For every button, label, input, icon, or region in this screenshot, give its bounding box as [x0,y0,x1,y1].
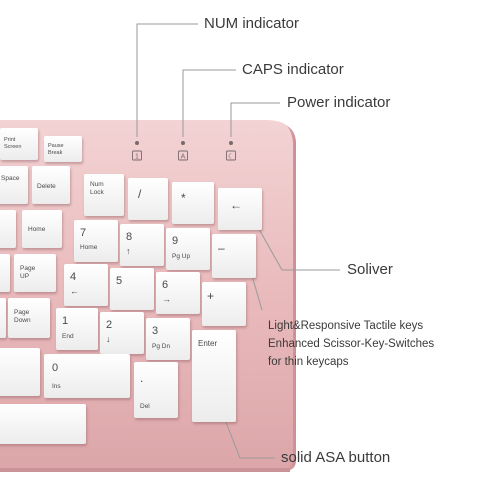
svg-text:Down: Down [14,317,31,324]
svg-text:Delete: Delete [37,183,56,190]
svg-text:1: 1 [135,154,139,161]
svg-text:Home: Home [80,244,98,251]
svg-text:/: / [138,187,142,201]
key-numpad-5[interactable]: 5 [110,268,154,310]
key-numpad-2[interactable]: 2 ↓ [100,312,144,354]
svg-text:Space: Space [1,175,20,182]
svg-text:→: → [162,294,171,304]
caps-indicator-icon: A [178,150,188,161]
caps-indicator-led [181,141,185,145]
svg-text:↑: ↑ [126,246,131,256]
svg-text:9: 9 [172,235,178,247]
soliver-label: Soliver [347,261,393,278]
key-plus[interactable]: + [202,282,246,326]
svg-text:Screen: Screen [4,144,21,150]
svg-text:Enter: Enter [198,339,217,348]
key-space-partial[interactable]: Space [0,166,28,204]
svg-text:–: – [218,241,225,255]
key-page-down[interactable]: Page Down [8,298,50,338]
svg-text:5: 5 [116,275,122,287]
svg-text:Break: Break [48,150,63,156]
svg-text:Page: Page [20,265,36,272]
svg-text:2: 2 [106,319,112,331]
key-left-partial-5[interactable] [0,404,86,444]
caps-leader-line [182,69,236,137]
key-numpad-7[interactable]: 7 Home [74,220,118,262]
svg-text:UP: UP [20,273,29,280]
svg-text:Print: Print [4,137,16,143]
key-enter[interactable]: Enter [192,330,236,422]
key-numpad-4[interactable]: 4 ← [64,264,108,306]
svg-text:+: + [207,289,214,303]
feature-line-3: for thin keycaps [268,356,349,368]
svg-text:Del: Del [140,403,150,410]
key-numpad-dot[interactable]: . Del [134,362,178,418]
svg-text:Lock: Lock [90,189,104,196]
num-indicator-led [135,141,139,145]
key-num-lock[interactable]: Num Lock [84,174,124,216]
power-indicator-led [229,141,233,145]
num-indicator-label: NUM indicator [204,15,300,32]
svg-text:A: A [181,154,186,161]
svg-text:Pg Up: Pg Up [172,253,190,260]
key-numpad-8[interactable]: 8 ↑ [120,224,164,266]
keyboard-right-rim [284,126,296,471]
key-left-partial-2[interactable] [0,254,10,292]
key-multiply[interactable]: * [172,182,214,224]
svg-text:←: ← [70,286,79,296]
svg-text:Pg Dn: Pg Dn [152,343,170,350]
key-numpad-0[interactable]: 0 Ins [44,354,130,398]
svg-text:7: 7 [80,227,86,239]
key-numpad-6[interactable]: 6 → [156,272,200,314]
svg-text:Home: Home [28,226,46,233]
svg-text:0: 0 [52,362,58,374]
svg-text:←: ← [230,198,242,212]
num-indicator-icon: 1 [132,150,142,161]
feature-line-1: Light&Responsive Tactile keys [268,320,424,332]
num-leader-line [136,23,198,137]
keyboard-bottom-edge [0,468,290,472]
svg-text:6: 6 [162,279,168,291]
svg-text:☾: ☾ [228,153,234,161]
feature-line-2: Enhanced Scissor-Key-Switches [268,338,435,350]
svg-text:Num: Num [90,181,104,188]
key-left-partial-4[interactable] [0,348,40,396]
key-divide[interactable]: / [128,178,168,220]
svg-text:End: End [62,333,74,340]
power-leader-line [230,102,280,137]
asa-leader-line [221,411,275,459]
svg-text:Pause: Pause [48,143,64,149]
key-left-partial-1[interactable] [0,210,16,248]
key-home[interactable]: Home [22,210,62,248]
svg-text:Page: Page [14,309,30,316]
svg-text:4: 4 [70,271,76,283]
svg-text:Ins: Ins [52,383,61,390]
svg-text:↓: ↓ [106,334,111,344]
key-numpad-9[interactable]: 9 Pg Up [166,228,210,270]
svg-text:*: * [181,191,186,205]
key-backspace[interactable]: ← [218,188,262,230]
svg-text:8: 8 [126,231,132,243]
caps-indicator-label: CAPS indicator [242,61,344,78]
key-pause-break[interactable]: Pause Break [44,136,82,162]
key-minus[interactable]: – [212,234,256,278]
asa-button-label: solid ASA button [281,449,391,466]
svg-text:3: 3 [152,325,158,337]
key-numpad-3[interactable]: 3 Pg Dn [146,318,190,360]
key-delete[interactable]: Delete [32,166,70,204]
key-left-partial-3[interactable] [0,298,6,338]
power-indicator-icon: ☾ [226,150,236,161]
key-page-up[interactable]: Page UP [14,254,56,292]
power-indicator-label: Power indicator [287,94,391,111]
svg-text:.: . [140,371,143,385]
svg-text:1: 1 [62,315,68,327]
key-numpad-1[interactable]: 1 End [56,308,98,350]
key-print-screen[interactable]: Print Screen [0,128,38,160]
soliver-leader-line [254,221,340,271]
